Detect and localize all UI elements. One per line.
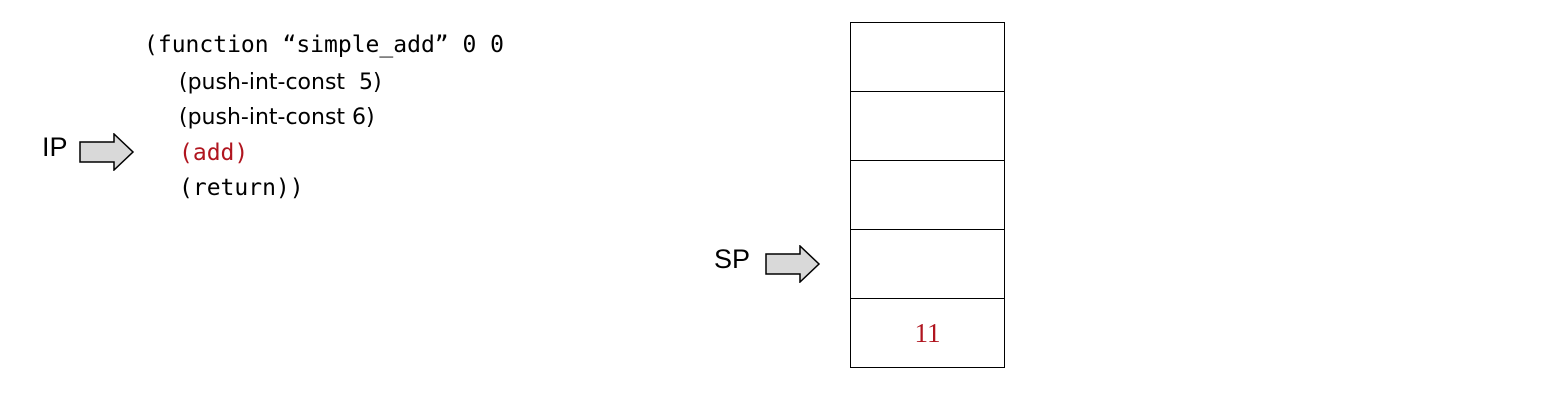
sp-arrow-icon — [765, 245, 821, 283]
code-line-add-current: (add) — [179, 140, 249, 166]
stack-slot-4 — [851, 230, 1004, 299]
stack-slot-3 — [851, 161, 1004, 230]
code-line-return: (return)) — [179, 175, 304, 201]
code-line-function-header: (function “simple_add” 0 0 — [144, 32, 505, 58]
sp-label: SP — [714, 244, 751, 274]
ip-label: IP — [42, 132, 68, 162]
stack-slot-2 — [851, 92, 1004, 161]
code-line-push-6: (push-int-const 6) — [179, 105, 375, 130]
stack-slot-1 — [851, 23, 1004, 92]
stack-slot-5-value: 11 — [914, 317, 941, 348]
ip-arrow-icon — [79, 133, 135, 171]
code-line-push-5: (push-int-const 5) — [179, 70, 382, 95]
stack: 11 — [850, 22, 1005, 368]
